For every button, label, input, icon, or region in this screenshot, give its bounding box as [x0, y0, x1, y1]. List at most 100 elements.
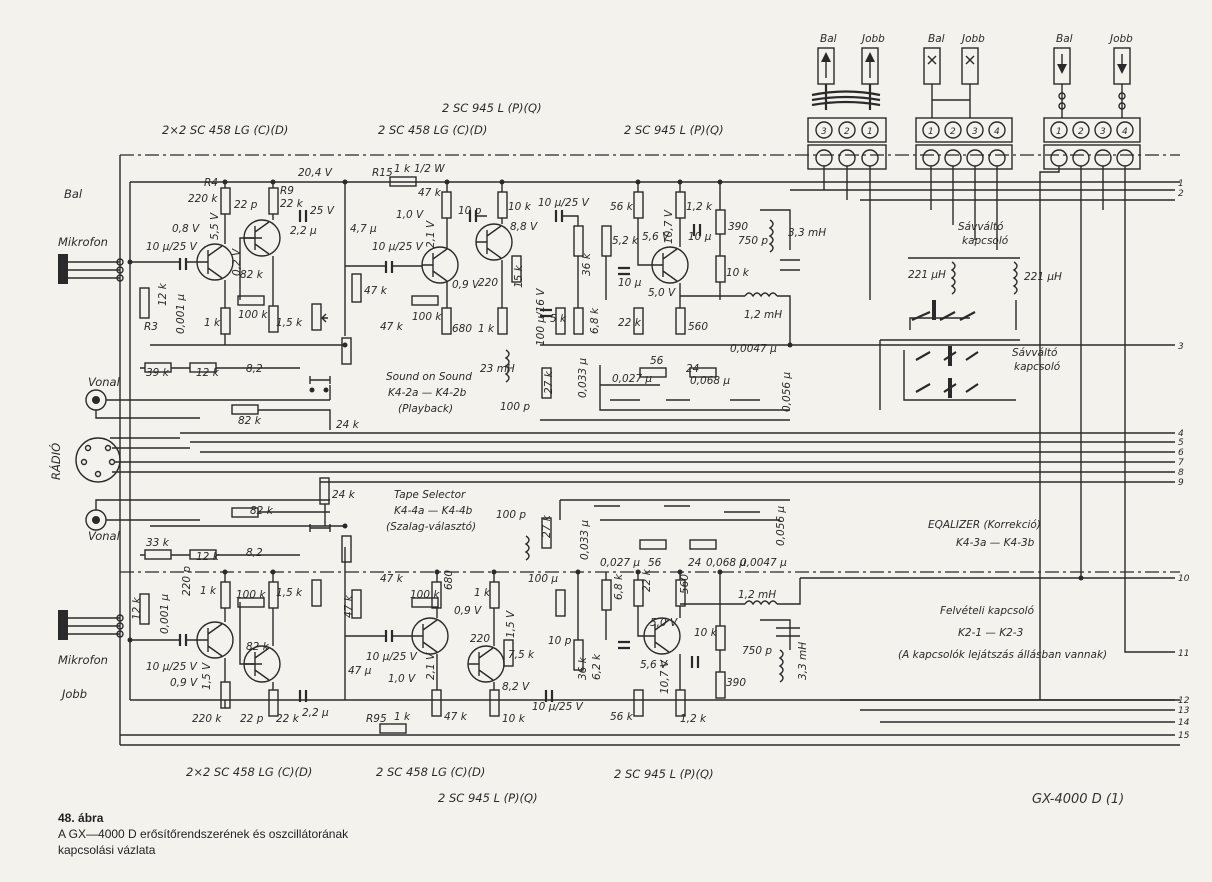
head-label-left: Bal	[820, 33, 837, 45]
component-value: 100 k	[238, 309, 268, 321]
component-value: 0,027 μ	[600, 557, 640, 569]
annotation: K4-3a — K4-3b	[956, 537, 1035, 549]
voltage: 5,5 V	[209, 212, 221, 240]
component-value: 22 k	[618, 317, 642, 329]
component-value: 1,5 k	[276, 587, 303, 599]
component-value: 47 k	[380, 321, 404, 333]
bus-number: 9	[1178, 478, 1184, 488]
component-value: 1,2 mH	[738, 589, 776, 601]
component-value: 10 μ/25 V	[538, 197, 590, 209]
supply-resistor-watt: 1/2 W	[414, 163, 445, 175]
component-value: 1 k	[204, 317, 221, 329]
transistor-label: 2 SC 458 LG (C)(D)	[376, 765, 485, 779]
inductor-value: 221 μH	[1024, 271, 1062, 283]
transistor-label: 2×2 SC 458 LG (C)(D)	[162, 123, 288, 137]
component-value: 0,056 μ	[775, 506, 787, 546]
component-value: 1 k	[478, 323, 495, 335]
component-label: R3	[144, 321, 158, 333]
bus-number: 8	[1178, 468, 1184, 478]
annotation: K4-2a — K4-2b	[388, 387, 467, 399]
head-label-left: Bal	[1056, 33, 1073, 45]
component-value: 100 p	[496, 509, 526, 521]
figure-number: 48. ábra	[58, 811, 104, 825]
annotation: K2-1 — K2-3	[958, 627, 1023, 639]
pin-number: 1	[928, 127, 934, 137]
bus-number: 7	[1178, 458, 1184, 468]
component-value: 10 k	[502, 713, 526, 725]
component-value: 33 k	[146, 537, 170, 549]
voltage: 0,2 V	[231, 248, 243, 276]
bus-number: 12	[1178, 696, 1190, 706]
annotation: Tape Selector	[394, 489, 466, 501]
component-label: R4	[204, 177, 218, 189]
component-value: 23 mH	[480, 363, 515, 375]
annotation: Felvételi kapcsoló	[940, 605, 1035, 617]
component-value: 22 k	[280, 198, 304, 210]
component-value: 10 μ/25 V	[146, 241, 198, 253]
component-value: 0,001 μ	[159, 594, 171, 634]
component-value: 220	[470, 633, 490, 645]
component-value: 10 μ/25 V	[532, 701, 584, 713]
figure-caption: 48. ábra A GX—4000 D erősítőrendszerének…	[58, 810, 348, 858]
voltage: 5,0 V	[650, 617, 678, 629]
component-value: 15 k	[513, 264, 525, 288]
component-value: 10 μ/25 V	[146, 661, 198, 673]
component-value: 6,2 k	[591, 653, 603, 680]
voltage: 1,0 V	[396, 209, 424, 221]
voltage: 1,0 V	[388, 673, 416, 685]
voltage: 10,7 V	[663, 209, 675, 244]
bus-number: 15	[1178, 731, 1190, 741]
voltage: 0,9 V	[170, 677, 198, 689]
component-value: 24	[688, 557, 701, 569]
voltage: 1,5 V	[505, 610, 517, 638]
component-value: 24 k	[332, 489, 356, 501]
component-value: 1 k	[200, 585, 217, 597]
component-value: 12 k	[196, 551, 220, 563]
component-value: 22 k	[276, 713, 300, 725]
component-value: 1,2 k	[680, 713, 707, 725]
supply-resistor: R15	[372, 167, 393, 179]
head-label-right: Jobb	[960, 33, 985, 45]
component-value: 7,5 k	[508, 649, 535, 661]
voltage: 5,0 V	[648, 287, 676, 299]
voltage: 5,6 V	[642, 231, 670, 243]
transistor-label: 2 SC 945 L (P)(Q)	[614, 767, 714, 781]
transistor-label: 2 SC 945 L (P)(Q)	[624, 123, 724, 137]
pin-number: 2	[950, 127, 956, 137]
component-value: 220	[478, 277, 498, 289]
band-switch: Sávváltó kapcsoló 221 μH 221 μH Sávváltó…	[879, 221, 1062, 410]
component-value: 0,068 μ	[690, 375, 730, 387]
component-value: 0,033 μ	[579, 520, 591, 560]
component-value: 82 k	[240, 269, 264, 281]
bus-number: 1	[1178, 179, 1184, 189]
voltage: 8,2 V	[502, 681, 530, 693]
component-value: 12 k	[196, 367, 220, 379]
component-value: 47 k	[380, 573, 404, 585]
pin-number: 1	[867, 127, 873, 137]
component-value: 1 k	[474, 587, 491, 599]
component-value: 36 k	[577, 656, 589, 680]
component-value: 56 k	[610, 711, 634, 723]
component-value: 2,2 μ	[302, 707, 329, 719]
component-value: 0,068 μ	[706, 557, 746, 569]
component-value: 560	[679, 574, 691, 594]
annotation: EQALIZER (Korrekció)	[928, 519, 1041, 531]
component-value: 0,056 μ	[781, 372, 793, 412]
component-value: 3,3 mH	[797, 642, 809, 680]
supply-resistor-value: 1 k	[394, 163, 411, 175]
connector-bus: 1 2 3 4 5 6 7 8 9 10 11 12 13 14 15	[120, 179, 1190, 741]
component-value: 47 k	[343, 594, 355, 618]
component-value: 5 k	[550, 313, 567, 325]
component-value: 47 k	[418, 187, 442, 199]
component-value: 0,001 μ	[175, 294, 187, 334]
component-value: 12 k	[157, 282, 169, 306]
component-value: 47 μ	[348, 665, 372, 677]
component-value: 100 μ/16 V	[535, 288, 547, 346]
annotation: Sound on Sound	[386, 371, 472, 383]
supply-voltage: 20,4 V	[298, 167, 333, 179]
head-group-record: Bal Jobb 1 2 3 4	[1039, 33, 1141, 700]
annotation: kapcsoló	[962, 235, 1009, 247]
component-value: 680	[443, 570, 455, 590]
